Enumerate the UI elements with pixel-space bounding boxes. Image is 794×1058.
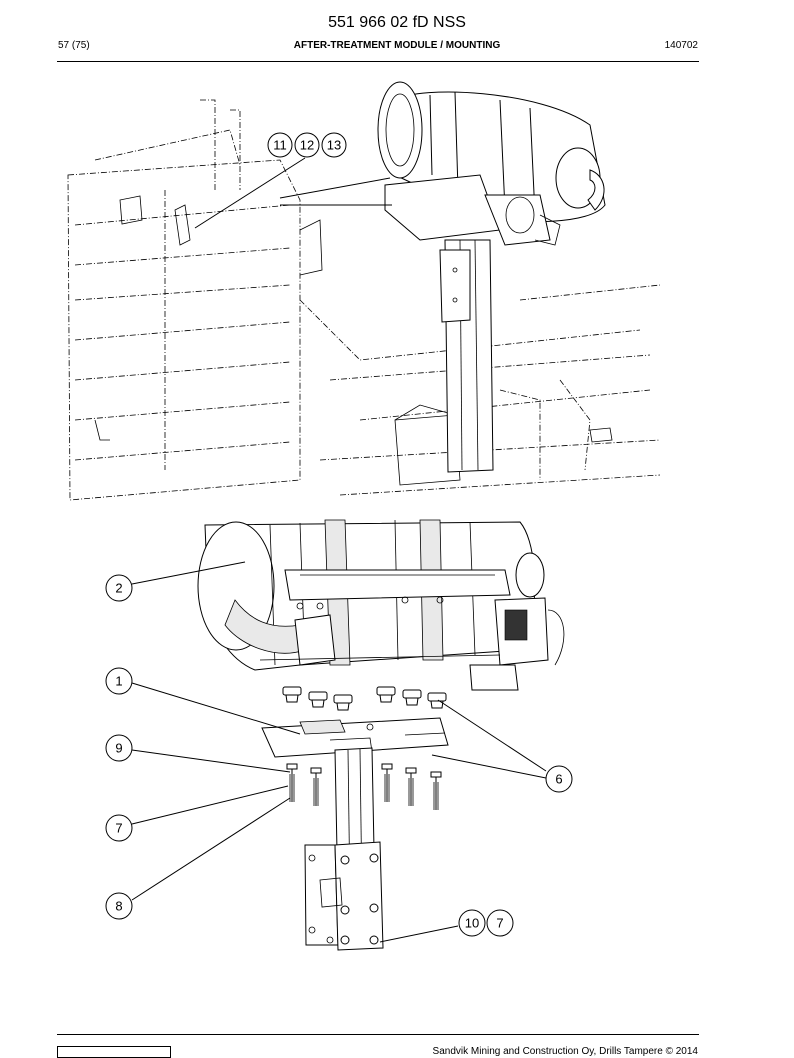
svg-text:9: 9 — [115, 741, 122, 756]
footer-copyright: Sandvik Mining and Construction Oy, Dril… — [432, 1046, 698, 1057]
brand-logo — [57, 1046, 171, 1058]
callout-6: 6 — [545, 765, 573, 793]
callout-2: 2 — [105, 574, 133, 602]
section-title: AFTER-TREATMENT MODULE / MOUNTING — [293, 40, 501, 51]
svg-text:10: 10 — [465, 916, 479, 931]
callout-7-left: 7 — [105, 814, 133, 842]
callout-7-right: 7 — [486, 909, 514, 937]
svg-text:7: 7 — [496, 916, 503, 931]
callout-12: 12 — [294, 132, 320, 158]
rubber-mounts — [282, 686, 447, 711]
svg-text:13: 13 — [327, 138, 341, 153]
footer-rule — [57, 1034, 699, 1035]
svg-text:2: 2 — [115, 581, 122, 596]
page-number: 57 (75) — [58, 40, 90, 51]
leader-11-12-13 — [194, 157, 306, 229]
svg-text:12: 12 — [300, 138, 314, 153]
callout-1: 1 — [105, 667, 133, 695]
after-treatment-module-overview — [279, 81, 606, 473]
callout-13: 13 — [321, 132, 347, 158]
header-rule — [57, 61, 699, 62]
callout-9: 9 — [105, 734, 133, 762]
svg-text:1: 1 — [115, 674, 122, 689]
callout-8: 8 — [105, 892, 133, 920]
callout-10: 10 — [458, 909, 486, 937]
svg-text:6: 6 — [555, 772, 562, 787]
svg-text:11: 11 — [273, 138, 287, 153]
module-exploded — [197, 519, 565, 691]
leader-lines — [131, 561, 547, 943]
callout-11: 11 — [267, 132, 293, 158]
document-number: 551 966 02 fD NSS — [328, 14, 466, 31]
svg-text:8: 8 — [115, 899, 122, 914]
document-code: 140702 — [664, 40, 698, 51]
support-bracket — [261, 717, 449, 758]
svg-text:7: 7 — [115, 821, 122, 836]
support-column — [304, 747, 384, 951]
